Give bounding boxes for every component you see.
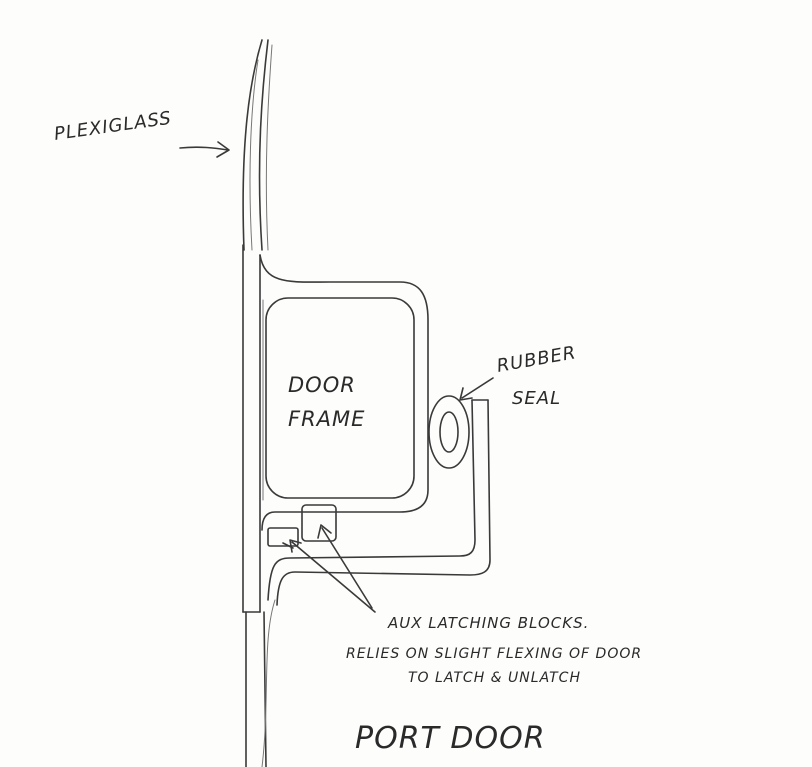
rubber-seal	[428, 395, 470, 469]
annotation-arrows	[179, 141, 494, 613]
plexiglass-arrow	[179, 141, 230, 158]
rubber-seal-label-line1: RUBBER	[495, 342, 578, 377]
aux-blocks-label: AUX LATCHING BLOCKS.	[387, 614, 589, 632]
latch-arm	[267, 399, 491, 606]
plexiglass-panel	[242, 39, 273, 251]
block-arrow-1	[289, 539, 376, 613]
door-frame-label-line1: DOOR	[288, 373, 356, 397]
note-line1: RELIES ON SLIGHT FLEXING OF DOOR	[346, 646, 642, 662]
note-line2: TO LATCH & UNLATCH	[408, 670, 581, 686]
plexiglass-label: PLEXIGLASS	[53, 108, 173, 145]
rubber-seal-label-line2: SEAL	[512, 388, 561, 409]
block-arrow-2	[317, 524, 373, 609]
door-frame-label-line2: FRAME	[288, 407, 365, 431]
rubber-seal-arrow	[459, 377, 494, 401]
drawing-title: PORT DOOR	[355, 721, 546, 756]
frame-rail	[242, 244, 276, 767]
door-frame-body	[259, 254, 429, 531]
